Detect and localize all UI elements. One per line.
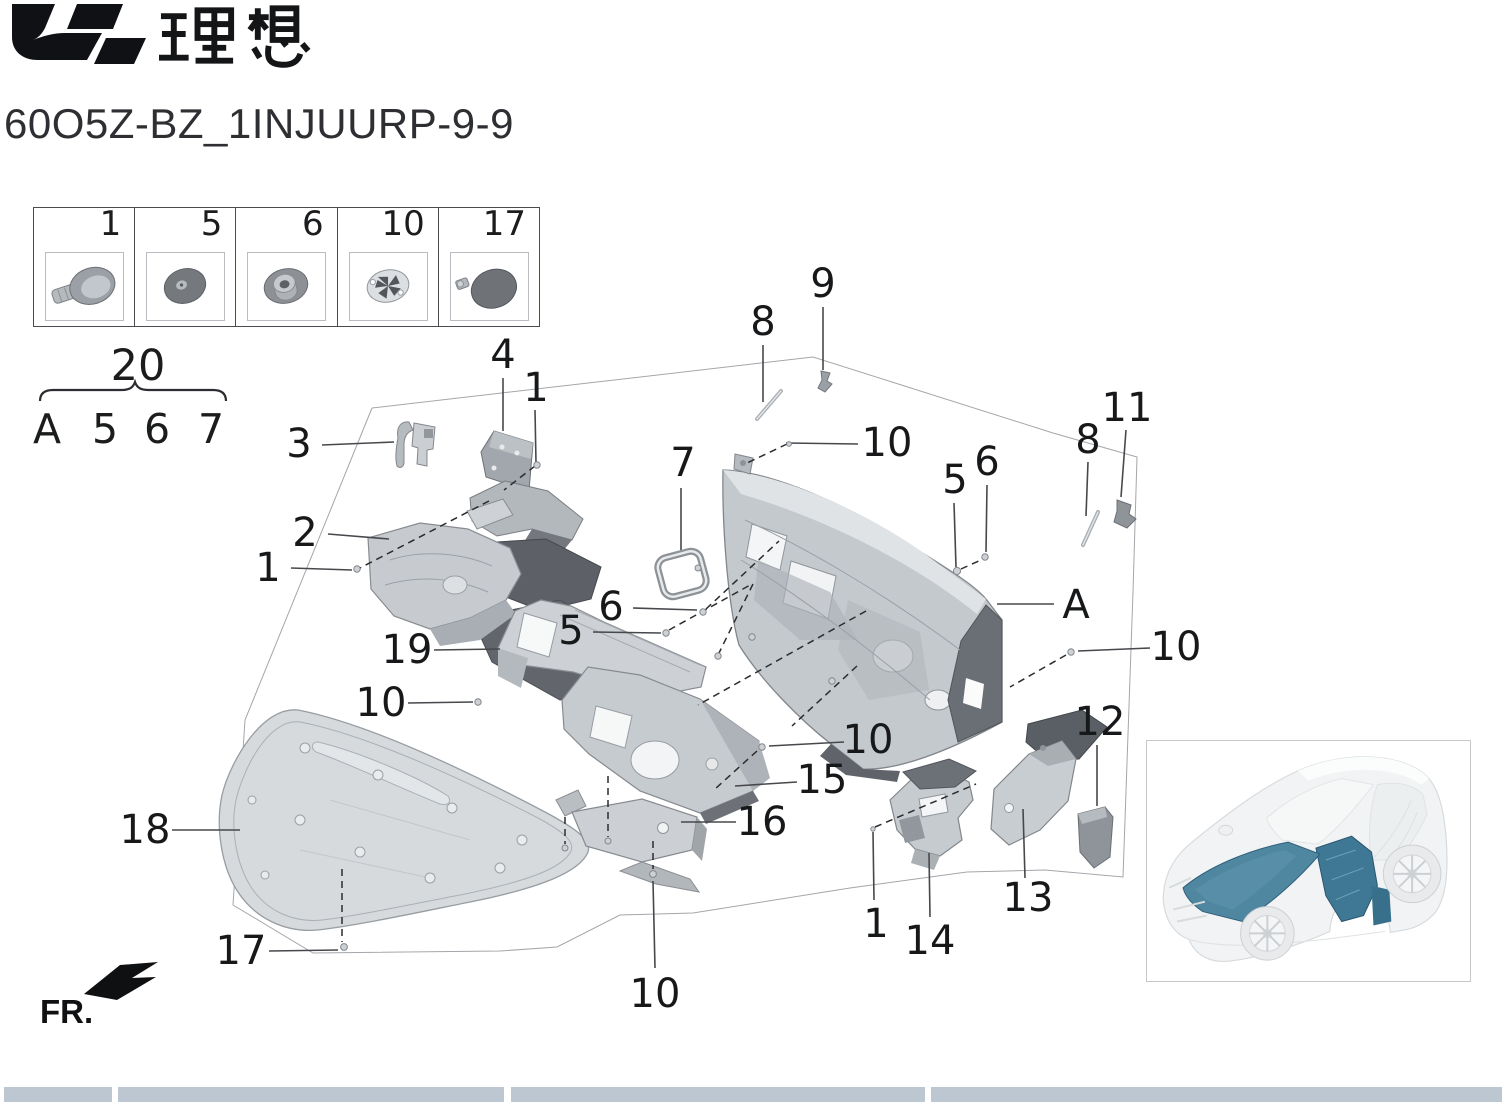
part-8-strip-right-drawing [1081,510,1100,547]
callout-17[interactable]: 17 [215,928,267,974]
group-label: 20 [110,341,166,391]
group-member-a: A [32,405,62,453]
callout-14[interactable]: 14 [904,918,956,964]
dome-rivet-icon [164,268,207,304]
part-a-firewall-drawing [722,453,1003,782]
part-3-bracket-drawing [395,421,436,468]
vehicle-location-inset [1146,740,1471,982]
callout-10[interactable]: 10 [842,717,894,763]
legend-cell-1[interactable]: 1 [34,204,136,326]
part-code: 60O5Z-BZ_1INJUURP-9-9 [4,100,514,147]
part-16-bracket-drawing [555,789,707,893]
legend-image-box [348,252,428,321]
callout-11[interactable]: 11 [1101,385,1153,431]
table-header-cell [511,1087,925,1102]
callout-7[interactable]: 7 [670,440,696,486]
callout-15[interactable]: 15 [796,757,848,803]
part-19-panel-drawing [497,599,707,697]
part-7-gasket-drawing [654,547,710,601]
callout-8[interactable]: 8 [750,299,776,345]
fan-washer-clip-icon [366,269,409,303]
callout-4[interactable]: 4 [490,332,516,378]
legend-cell-17[interactable]: 17 [439,204,539,326]
legend-cell-5[interactable]: 5 [135,204,237,326]
part-11-clip-drawing [1113,499,1137,529]
part-9-clip-drawing [817,370,833,393]
callout-5[interactable]: 5 [558,608,584,654]
legend-number: 5 [200,204,223,244]
callout-leader-lines [172,307,1151,969]
callout-1[interactable]: 1 [255,545,281,591]
part-12-wedge-drawing [1077,806,1114,869]
table-header-cell [118,1087,504,1102]
diagram-boundary-line [232,356,1138,954]
legend-image-box [45,252,124,321]
callout-8[interactable]: 8 [1075,417,1101,463]
legend-cell-10[interactable]: 10 [338,204,439,326]
li-auto-logo-icon [12,4,146,64]
callout-12[interactable]: 12 [1074,699,1126,745]
callout-1[interactable]: 1 [863,901,889,947]
callout-6[interactable]: 6 [974,439,1000,485]
rear-wheel [1382,844,1442,904]
callout-16[interactable]: 16 [736,799,788,845]
table-header-cell [4,1087,112,1102]
legend-cell-6[interactable]: 6 [236,204,338,326]
stem-rivet-icon [455,268,517,309]
legend-number: 6 [301,204,324,244]
callout-10[interactable]: 10 [355,680,407,726]
group-member-7: 7 [197,405,225,453]
callout-A[interactable]: A [1062,582,1090,628]
legend-image-box [449,252,529,321]
legend-image-box [247,252,327,321]
part-14-bracket-drawing [889,758,977,870]
grommet-clip-icon [264,268,309,304]
callout-5[interactable]: 5 [942,457,968,503]
callout-10[interactable]: 10 [861,420,913,466]
push-pin-clip-icon [51,266,116,305]
small-fastener-dots [340,441,1075,951]
part-18-hood-insulator-drawing [218,709,590,932]
front-direction-label: FR. [40,993,94,1030]
fastener-legend: 1 5 6 [33,204,540,327]
callout-9[interactable]: 9 [810,261,836,307]
callout-19[interactable]: 19 [381,627,433,673]
part-15-insulator-drawing [561,666,770,824]
legend-number: 10 [381,204,425,244]
front-direction-arrow [84,962,158,1000]
group-member-6: 6 [143,405,171,453]
part-13-bracket-drawing [990,709,1108,846]
part-8-strip-left-drawing [755,389,783,421]
legend-number: 17 [482,204,527,244]
legend-image-box [146,252,226,321]
legend-number: 1 [99,204,122,244]
brand-name-glyphs [158,5,311,68]
callout-18[interactable]: 18 [119,807,171,853]
assembly-dashed-lines [341,443,1067,942]
callout-6[interactable]: 6 [598,584,624,630]
group-member-5: 5 [91,405,119,453]
callout-2[interactable]: 2 [292,510,318,556]
callout-13[interactable]: 13 [1002,875,1054,921]
callout-1[interactable]: 1 [523,365,549,411]
vehicle-inset-drawing [1162,756,1448,963]
front-wheel [1240,906,1295,961]
callout-10[interactable]: 10 [629,971,681,1017]
callout-3[interactable]: 3 [286,421,312,467]
group-brace [38,378,228,402]
table-header-cell [931,1087,1502,1102]
callout-10[interactable]: 10 [1150,624,1202,670]
